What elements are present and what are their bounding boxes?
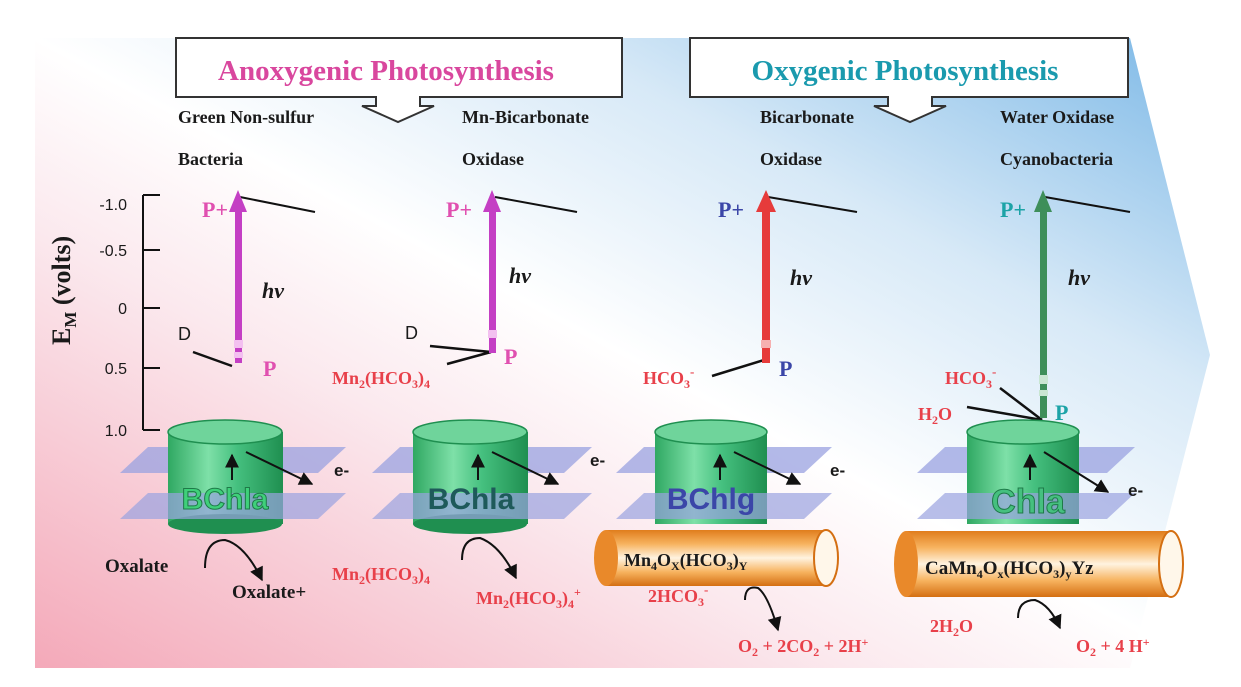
- col2-title-line2: Oxidase: [462, 149, 524, 169]
- col3-bottom-right: O2 + 2CO2 + 2H+: [738, 635, 869, 659]
- col1-bottom-right: Oxalate+: [232, 582, 306, 603]
- col4-electron: e-: [1128, 481, 1143, 500]
- col3-electron: e-: [830, 461, 845, 480]
- col4-p: P: [1055, 400, 1068, 425]
- col3-p-plus: P+: [718, 197, 744, 222]
- col1-donor: D: [178, 324, 191, 344]
- tick-label: -0.5: [99, 243, 127, 260]
- col2-p: P: [504, 344, 517, 369]
- col3-title-line2: Oxidase: [760, 149, 822, 169]
- col2-electron: e-: [590, 451, 605, 470]
- col1-title-line1: Green Non-sulfur: [178, 107, 314, 127]
- col3-p: P: [779, 356, 792, 381]
- col4-p-plus: P+: [1000, 197, 1026, 222]
- col1-bottom-left: Oxalate: [105, 556, 168, 577]
- col3-hv: hv: [790, 265, 812, 290]
- col2-bottom-right: Mn2(HCO3)4+: [476, 585, 581, 611]
- col3-title-line1: Bicarbonate: [760, 107, 854, 127]
- col4-title-line1: Water Oxidase: [1000, 107, 1114, 127]
- col4-title-line2: Cyanobacteria: [1000, 149, 1113, 169]
- col1-electron: e-: [334, 461, 349, 480]
- col2-p-plus: P+: [446, 197, 472, 222]
- oxygenic-title: Oxygenic Photosynthesis: [752, 55, 1059, 87]
- col4-hv: hv: [1068, 265, 1090, 290]
- col2-hv: hv: [509, 263, 531, 288]
- tick-label: 0: [118, 301, 127, 318]
- col2-title-line1: Mn-Bicarbonate: [462, 107, 589, 127]
- col1-hv: hv: [262, 278, 284, 303]
- col1-title-line2: Bacteria: [178, 149, 243, 169]
- tick-label: -1.0: [99, 197, 127, 214]
- anoxygenic-title: Anoxygenic Photosynthesis: [218, 55, 554, 87]
- col1-p: P: [263, 356, 276, 381]
- col2-donor: D: [405, 323, 418, 343]
- col3-pigment: BChlg: [667, 483, 755, 516]
- axis-label: EM (volts): [47, 236, 80, 345]
- col2-pigment: BChla: [428, 483, 515, 516]
- tick-label: 0.5: [105, 361, 127, 378]
- col4-bottom-left: 2H2O: [930, 616, 973, 639]
- col4-bottom-right: O2 + 4 H+: [1076, 635, 1150, 659]
- col1-pigment: BChla: [182, 483, 269, 516]
- col1-p-plus: P+: [202, 197, 228, 222]
- tick-label: 1.0: [105, 423, 127, 440]
- col4-pigment: Chla: [991, 483, 1066, 521]
